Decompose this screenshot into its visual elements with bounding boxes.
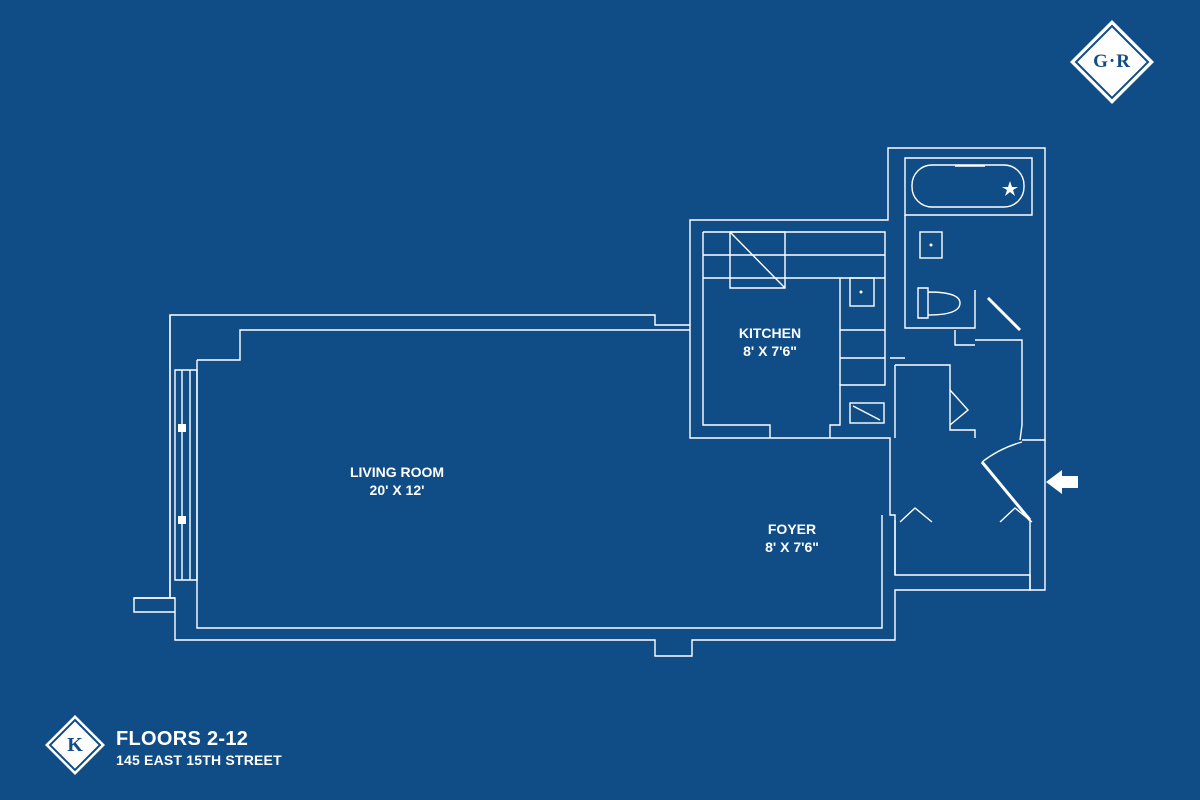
living-room-dims: 20' X 12': [369, 482, 425, 498]
closet-door: [949, 389, 970, 426]
entry-door-leaf: [980, 461, 1032, 521]
foyer-wall: [894, 440, 1046, 591]
kitchen-sink: [849, 277, 875, 307]
k-badge-icon: [45, 715, 105, 775]
foyer-closet-door-left: [899, 507, 933, 523]
window-mullion-1: [178, 424, 186, 432]
kitchen-counter: [703, 254, 885, 385]
bathroom-door-leaf: [986, 296, 1022, 332]
closet-wall: [894, 364, 976, 438]
kitchen-name: KITCHEN: [738, 325, 802, 341]
entry-arrow-icon: [1046, 470, 1078, 494]
floors-title: FLOORS 2-12: [116, 728, 249, 750]
living-room-inner-wall: [196, 329, 883, 629]
kitchen-dishwasher: [849, 402, 885, 424]
bathtub: [911, 164, 1025, 208]
kitchen-outer-wall: [689, 147, 1046, 441]
g-r-logo: G·R: [1068, 18, 1156, 106]
bathroom-door: [975, 297, 1023, 441]
foyer-name: FOYER: [767, 521, 817, 537]
footer: K FLOORS 2-12 145 EAST 15TH STREET: [44, 714, 444, 778]
foyer-label: FOYER 8' X 7'6": [765, 520, 819, 556]
toilet: [917, 287, 961, 319]
k-badge-letter: K: [67, 733, 83, 756]
bathroom-wall: [904, 157, 1033, 216]
bathroom-inner-wall: [890, 215, 976, 359]
living-room-outer-wall-left: [133, 315, 175, 613]
foyer-dims: 8' X 7'6": [765, 539, 819, 555]
window-left: [174, 369, 198, 581]
kitchen-label: KITCHEN 8' X 7'6": [739, 324, 801, 360]
g-r-logo-text: G·R: [1093, 51, 1131, 72]
entry-door-swing: [981, 441, 1023, 463]
bathroom-sink: [919, 231, 943, 259]
living-room-label: LIVING ROOM 20' X 12': [350, 463, 444, 499]
k-badge: K: [44, 714, 106, 776]
living-room-name: LIVING ROOM: [349, 464, 445, 480]
kitchen-range: [729, 231, 786, 289]
address: 145 EAST 15TH STREET: [116, 752, 282, 768]
kitchen-dims: 8' X 7'6": [743, 343, 797, 359]
g-r-logo-icon: [1070, 20, 1154, 104]
tub-faucet-icon: [1002, 181, 1018, 196]
window-mullion-2: [178, 516, 186, 524]
